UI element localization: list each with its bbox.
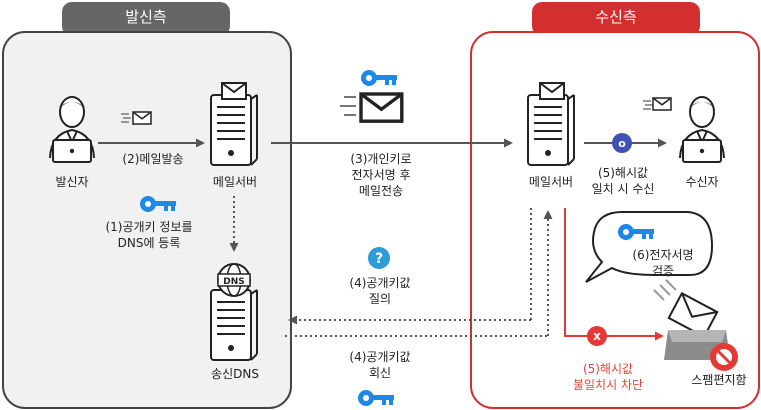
step5-mismatch-label: (5)해시값 불일치시 차단 — [572, 362, 644, 392]
question-icon-text: ? — [375, 251, 383, 267]
key-icon-bottom — [358, 390, 394, 406]
receiver-label: 수신자 — [685, 175, 719, 189]
reject-x-text: x — [593, 329, 601, 343]
step3-label: (3)개인키로 전자서명 후 메일전송 — [350, 152, 412, 198]
step4-reply-label: (4)공개키값 회신 — [349, 350, 411, 380]
receiver-panel-tab — [532, 2, 700, 36]
sender-panel-title: 발신측 — [125, 8, 167, 26]
spam-folder-label: 스팸편지함 — [691, 373, 747, 387]
sender-mail-server-label: 메일서버 — [212, 175, 258, 189]
step5-match-label: (5)해시값 일치 시 수신 — [591, 166, 655, 196]
spam-folder-icon — [653, 279, 738, 371]
speed-lines-large-icon — [340, 96, 356, 116]
verify-signature-bubble — [585, 211, 714, 283]
sender-dns-label: 송신DNS — [211, 367, 259, 381]
key-icon-top — [361, 70, 397, 86]
sender-mail-server-icon — [210, 94, 258, 166]
server-envelope-icon — [221, 82, 247, 100]
receiver-mail-server-icon — [527, 94, 575, 166]
receiver-mail-server-label: 메일서버 — [528, 175, 574, 189]
dns-globe-icon: DNS — [217, 263, 251, 297]
small-envelope-icon — [132, 111, 152, 125]
sender-label: 발신자 — [55, 175, 89, 189]
step1-label: (1)공개키 정보를 DNS에 등록 — [105, 220, 193, 250]
step6-label: (6)전자서명 검증 — [632, 248, 694, 278]
sender-dns-server-icon — [210, 289, 258, 361]
step4-query-label: (4)공개키값 질의 — [349, 276, 411, 306]
check-circle-text: o — [618, 137, 626, 150]
question-icon: ? — [368, 247, 390, 269]
check-circle-icon: o — [612, 133, 632, 153]
reject-x-icon: x — [587, 326, 607, 346]
receiver-small-envelope-icon — [652, 97, 672, 111]
sender-panel-tab — [62, 2, 230, 36]
step2-label: (2)메일발송 — [122, 152, 184, 166]
receiver-server-envelope-icon — [539, 82, 565, 100]
receiver-panel-title: 수신측 — [595, 8, 637, 26]
reject-mail-arrow — [564, 208, 664, 341]
large-envelope-icon — [359, 92, 404, 123]
dns-badge-text: DNS — [223, 277, 245, 287]
